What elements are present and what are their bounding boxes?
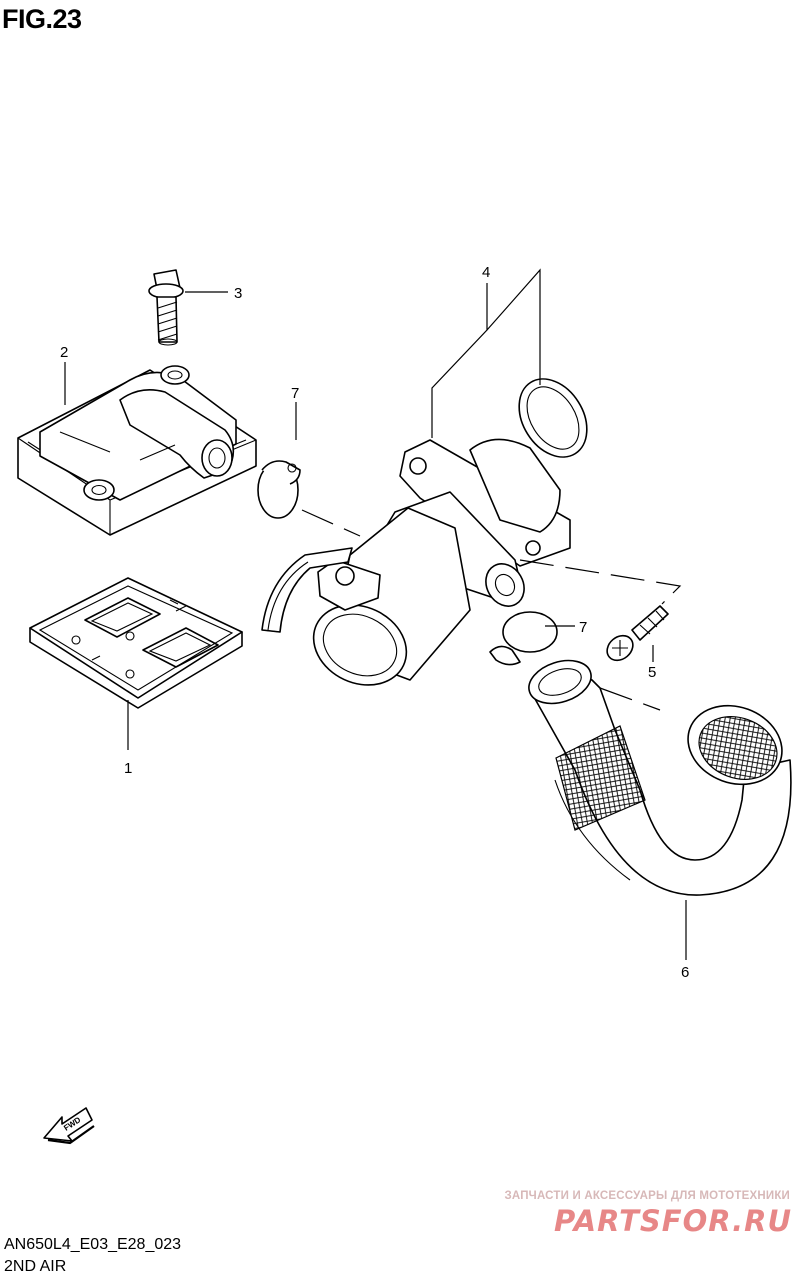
diagram-code: AN650L4_E03_E28_023 — [4, 1236, 182, 1253]
part-2-cover[interactable] — [17, 365, 257, 536]
part-7-clip-lower[interactable] — [489, 611, 558, 666]
leader-lines — [64, 268, 687, 960]
callout-7-lower: 7 — [579, 619, 587, 636]
fwd-arrow-icon: FWD — [43, 1107, 95, 1145]
watermark-tagline: ЗАПЧАСТИ И АКСЕССУАРЫ ДЛЯ МОТОТЕХНИКИ — [504, 1190, 790, 1202]
part-1-gasket[interactable] — [29, 577, 243, 709]
figure-title: FIG.23 — [2, 4, 82, 34]
callout-5: 5 — [648, 664, 656, 681]
callout-2: 2 — [60, 344, 68, 361]
callout-1: 1 — [124, 760, 132, 777]
section-name: 2ND AIR — [4, 1258, 67, 1275]
callout-6: 6 — [681, 964, 689, 981]
part-7-clip-upper[interactable] — [257, 460, 301, 519]
part-3-bolt[interactable] — [148, 269, 184, 346]
part-6-hose[interactable] — [523, 653, 793, 896]
harness-wire — [261, 547, 353, 633]
callout-3: 3 — [234, 285, 242, 302]
part-4-valve-assembly[interactable] — [300, 366, 600, 699]
callout-7-upper: 7 — [291, 385, 299, 402]
part-5-screw[interactable] — [602, 605, 669, 665]
callout-4: 4 — [482, 264, 490, 281]
watermark-logo: PARTSFOR.RU — [554, 1204, 792, 1238]
